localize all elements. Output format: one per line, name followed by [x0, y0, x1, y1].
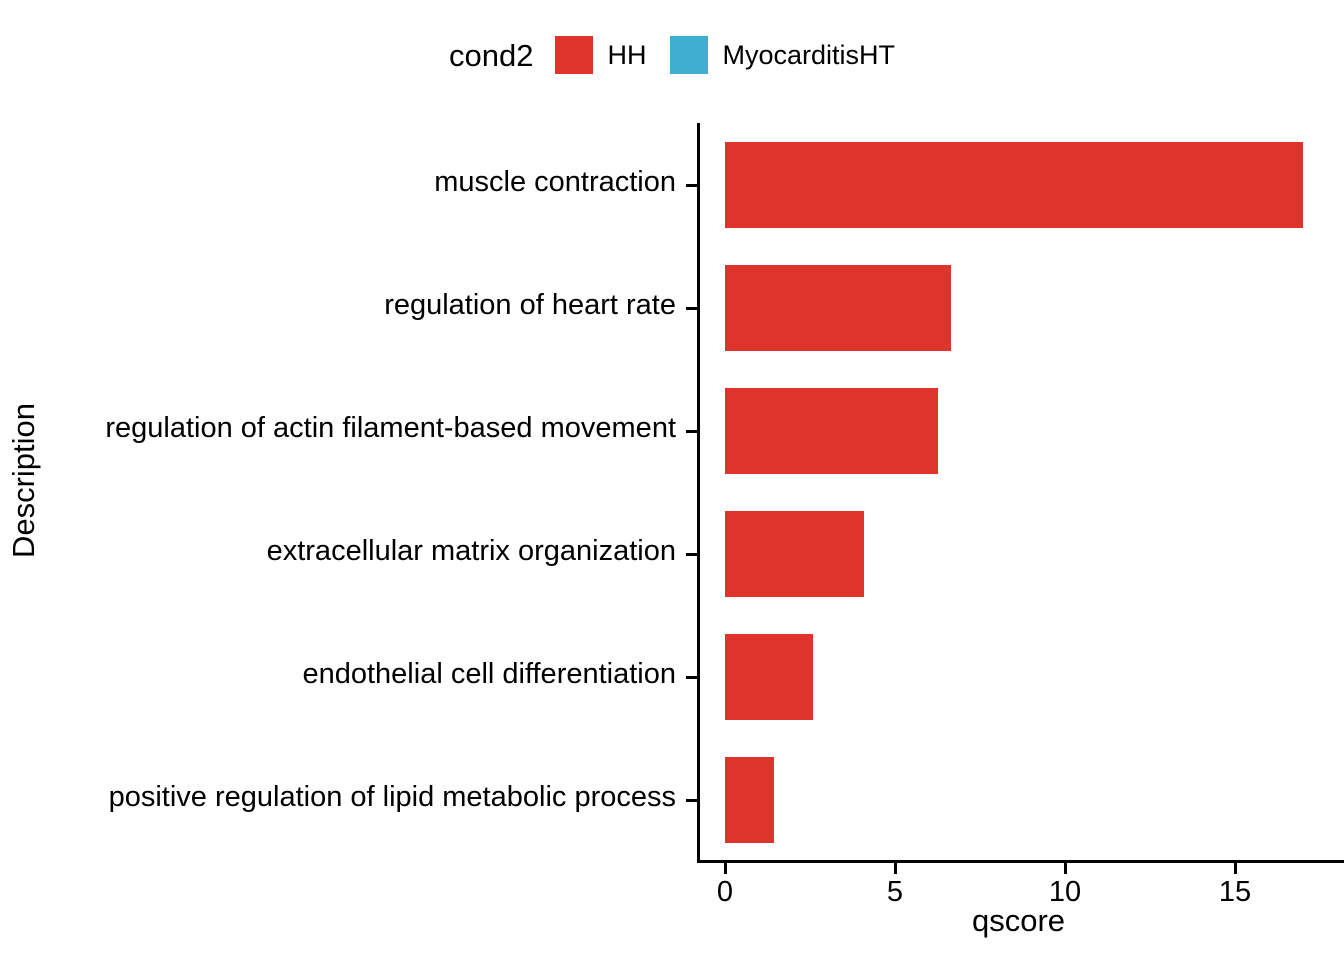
legend-label-myocarditisht: MyocarditisHT — [722, 39, 895, 70]
x-axis-tick-label: 10 — [1048, 876, 1082, 908]
x-axis-tick-label: 0 — [716, 876, 734, 908]
y-axis-tick-label: muscle contraction — [434, 165, 676, 198]
plot-panel — [697, 123, 1342, 861]
y-axis-tick-label: regulation of actin filament-based movem… — [105, 411, 676, 444]
x-tick-10 — [1064, 863, 1067, 874]
y-tick-3 — [686, 429, 697, 433]
y-tick-5 — [686, 675, 697, 679]
legend-key-hh-icon — [555, 36, 594, 74]
y-tick-2 — [686, 306, 697, 310]
x-tick-5 — [894, 863, 897, 874]
bar-3 — [725, 387, 938, 474]
bar-2 — [725, 264, 952, 351]
x-tick-0 — [724, 863, 727, 874]
x-axis-tick-label: 5 — [886, 876, 904, 908]
chart-legend: cond2 HH MyocarditisHT — [0, 20, 1344, 90]
y-axis-title: Description — [2, 0, 46, 960]
y-tick-4 — [686, 552, 697, 556]
legend-entry-myocarditisht[interactable]: MyocarditisHT — [670, 36, 895, 74]
x-axis-title: qscore — [971, 903, 1066, 938]
legend-key-myocarditisht-icon — [670, 36, 709, 74]
x-axis-tick-label: 15 — [1218, 876, 1252, 908]
y-tick-6 — [686, 798, 697, 802]
bar-4 — [725, 510, 865, 597]
y-axis-tick-label: regulation of heart rate — [384, 288, 676, 321]
y-tick-1 — [686, 183, 697, 187]
bar-5 — [725, 633, 814, 720]
y-axis-tick-label: extracellular matrix organization — [266, 534, 676, 567]
y-axis-tick-label: endothelial cell differentiation — [302, 657, 676, 690]
y-axis-line — [697, 123, 700, 863]
bar-1 — [725, 141, 1303, 228]
x-tick-15 — [1234, 863, 1237, 874]
bar-6 — [725, 756, 775, 843]
legend-title: cond2 — [449, 37, 534, 73]
x-axis-line — [697, 860, 1344, 863]
legend-entry-hh[interactable]: HH — [555, 36, 646, 74]
legend-label-hh: HH — [607, 39, 647, 70]
y-axis-tick-label: positive regulation of lipid metabolic p… — [108, 780, 676, 813]
